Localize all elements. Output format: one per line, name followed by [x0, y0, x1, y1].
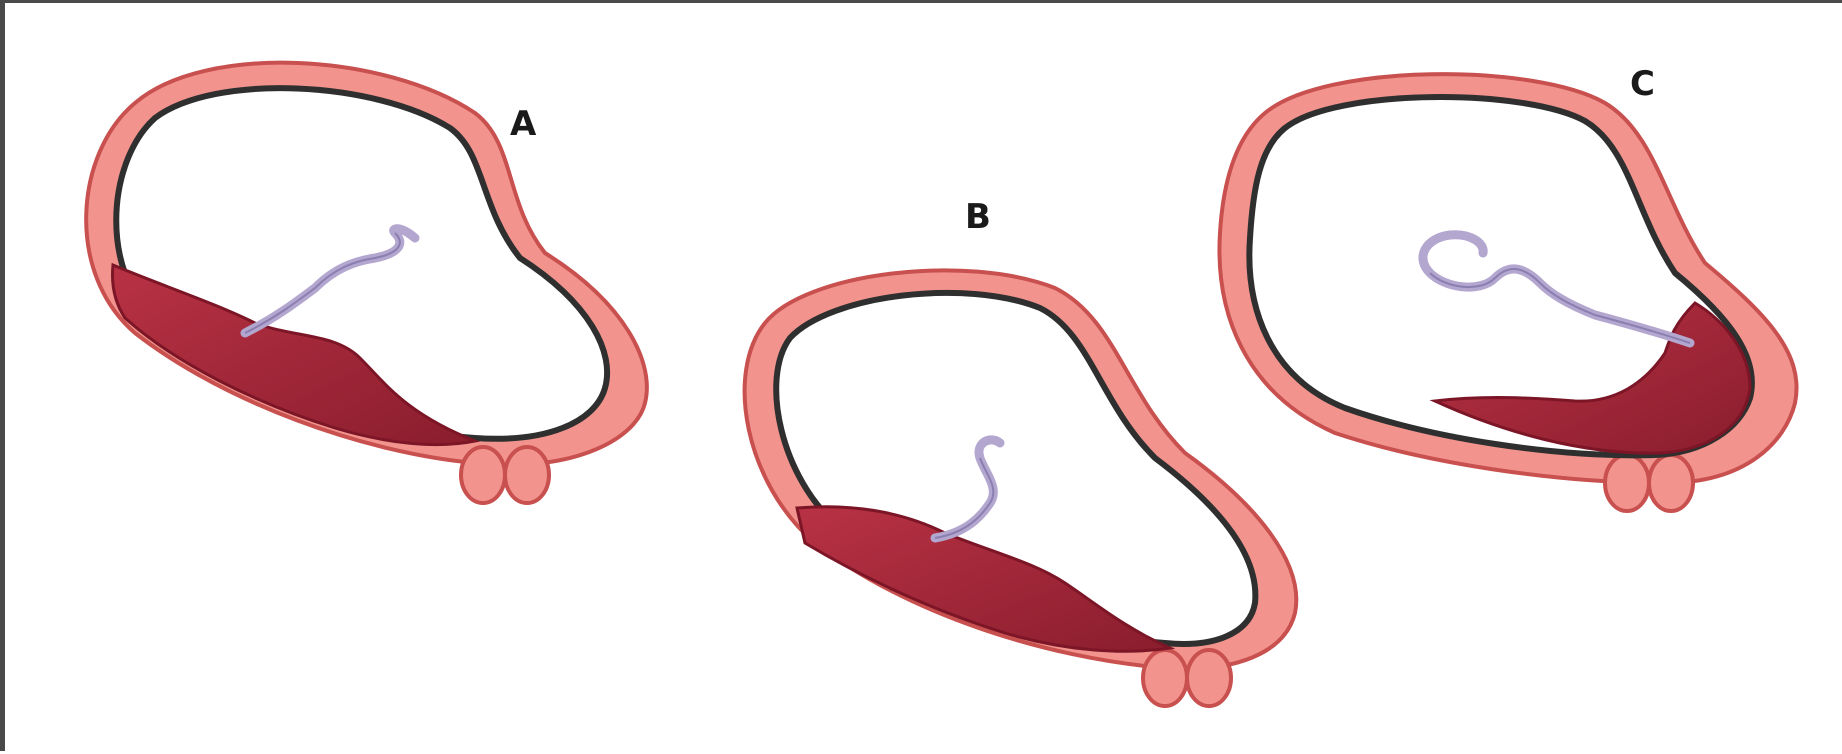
cervix-b-right: [1187, 650, 1231, 706]
panel-label-a: A: [510, 104, 537, 144]
uterus-panel-a: A: [86, 63, 647, 503]
cervix-a-left: [461, 447, 505, 503]
uterus-panel-c: C: [1219, 64, 1796, 511]
cervix-a-right: [505, 447, 549, 503]
panel-label-c: C: [1630, 64, 1655, 104]
panel-label-b: B: [965, 197, 991, 237]
cervix-b-left: [1143, 650, 1187, 706]
cervix-c-left: [1605, 455, 1649, 511]
uterus-panel-b: B: [745, 197, 1297, 706]
cervix-c-right: [1649, 455, 1693, 511]
uterus-diagram: A B C: [5, 3, 1842, 754]
